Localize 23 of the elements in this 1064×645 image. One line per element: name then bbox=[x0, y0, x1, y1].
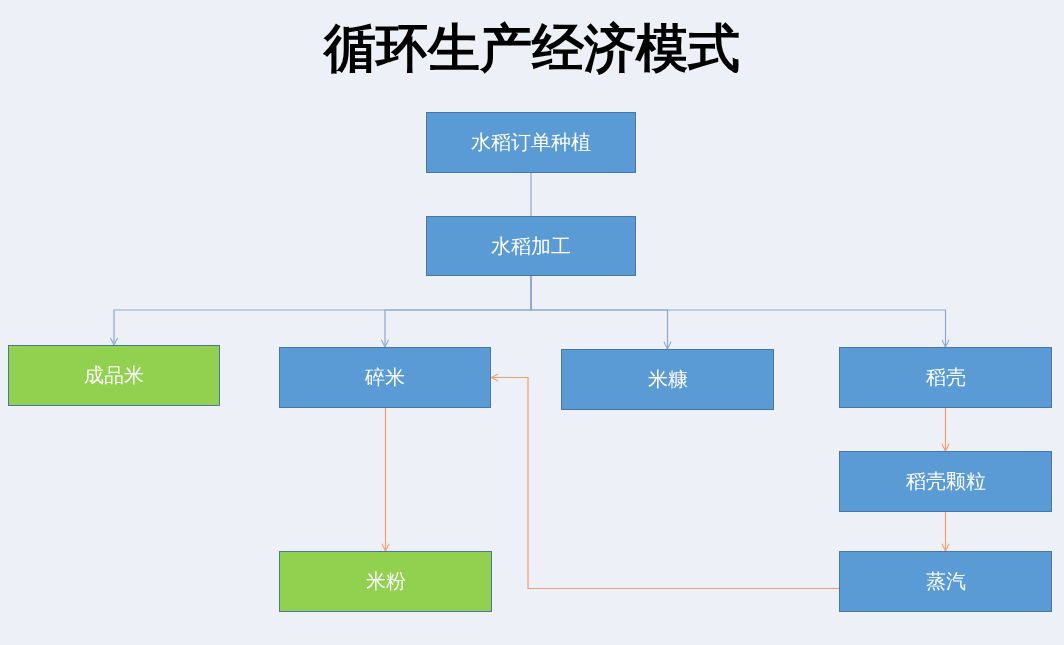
node-label: 米糠 bbox=[647, 366, 688, 393]
arrow bbox=[941, 511, 950, 552]
process-box bbox=[839, 551, 1052, 612]
node-label: 碎米 bbox=[365, 364, 405, 391]
arrow bbox=[381, 407, 390, 552]
process-box bbox=[426, 216, 636, 276]
process-box bbox=[426, 112, 636, 173]
process-box bbox=[279, 347, 491, 408]
node-label: 成品米 bbox=[84, 362, 144, 389]
node-label: 水稻加工 bbox=[491, 232, 571, 260]
diagram-title: 循环生产经济模式 bbox=[324, 17, 740, 80]
process-box bbox=[561, 349, 774, 410]
node-label: 蒸汽 bbox=[925, 568, 966, 595]
process-box bbox=[8, 345, 220, 406]
arrow bbox=[490, 373, 840, 590]
process-box bbox=[839, 451, 1052, 512]
node-label: 水稻订单种植 bbox=[471, 129, 591, 156]
arrow bbox=[941, 407, 950, 452]
node-label: 稻壳颗粒 bbox=[905, 468, 986, 495]
process-box bbox=[279, 551, 492, 612]
node-label: 米粉 bbox=[365, 568, 406, 595]
node-label: 稻壳 bbox=[925, 364, 966, 391]
process-box bbox=[839, 347, 1052, 408]
